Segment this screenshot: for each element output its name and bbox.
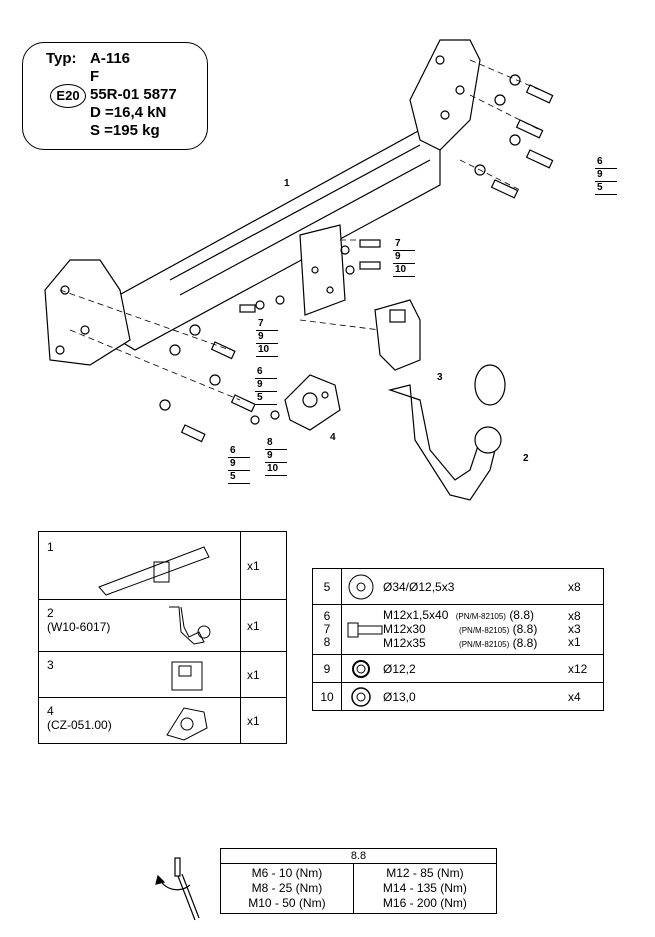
bolts-row: 10 Ø13,0 x4 [312, 682, 604, 711]
bolts-row: 5 Ø34/Ø12,5x3 x8 [312, 568, 604, 605]
parts-table: 1 x1 2 (W10-6017) x1 3 [38, 531, 287, 744]
exploded-drawing [44, 39, 554, 501]
callout-left-b: 6 9 5 [228, 445, 250, 484]
typ-label: Typ: [46, 50, 77, 67]
callout-part-1: 1 [284, 178, 290, 189]
torque-wrench-icon [155, 857, 200, 921]
torque-right: M12 - 85 (Nm) M14 - 135 (Nm) M16 - 200 (… [352, 863, 498, 914]
callout-mid-right: 7 9 10 [393, 238, 415, 277]
typ-value: A-116 [90, 50, 131, 67]
callout-part-3: 3 [437, 372, 443, 383]
callout-part-4: 4 [330, 432, 336, 443]
bolt-icon [347, 622, 383, 638]
approval-mark: E20 [50, 84, 86, 108]
parts-row: 3 x1 [38, 651, 287, 698]
callout-part-2: 2 [523, 453, 529, 464]
torque-table: 8.8 M6 - 10 (Nm) M8 - 25 (Nm) M10 - 50 (… [220, 848, 498, 914]
center-bracket [299, 224, 346, 316]
callout-left-a: 6 9 5 [255, 366, 277, 405]
bolts-top-right [474, 74, 554, 199]
class-value: F [90, 68, 100, 85]
parts-row: 2 (W10-6017) x1 [38, 599, 287, 652]
right-mount-plate [409, 39, 481, 151]
bracket-icon [166, 707, 208, 741]
spec-box [22, 42, 208, 150]
socket-block-icon [171, 661, 203, 691]
bracket-part [284, 374, 341, 431]
socket-block [374, 299, 421, 371]
bolts-row: 9 Ø12,2 x12 [312, 654, 604, 683]
callout-lower: 8 9 10 [265, 437, 287, 476]
torque-grade: 8.8 [220, 848, 497, 864]
d-value: D =16,4 kN [90, 104, 167, 121]
approval-number: 55R-01 5877 [90, 86, 177, 103]
bolts-row: 6 7 8 M12x1,5x40 (PN/M-82105) (8.8) M12x… [312, 604, 604, 655]
s-value: S =195 kg [90, 122, 160, 139]
bolts-left [159, 324, 280, 443]
callout-top-right: 6 9 5 [595, 156, 617, 195]
bolts-table: 5 Ø34/Ø12,5x3 x8 6 7 8 M12x1,5x40 (PN/M-… [312, 568, 604, 711]
parts-row: 4 (CZ-051.00) x1 [38, 697, 287, 744]
torque-left: M6 - 10 (Nm) M8 - 25 (Nm) M10 - 50 (Nm) [220, 863, 354, 914]
callout-mid-left: 7 9 10 [256, 318, 278, 357]
towball-icon [169, 606, 211, 645]
parts-row: 1 x1 [38, 531, 287, 600]
spring-washer-icon [352, 660, 370, 678]
bolts-mid [239, 239, 381, 313]
washer-large-icon [348, 574, 374, 600]
crossbar-icon [98, 546, 210, 596]
washer-small-icon [351, 687, 371, 707]
